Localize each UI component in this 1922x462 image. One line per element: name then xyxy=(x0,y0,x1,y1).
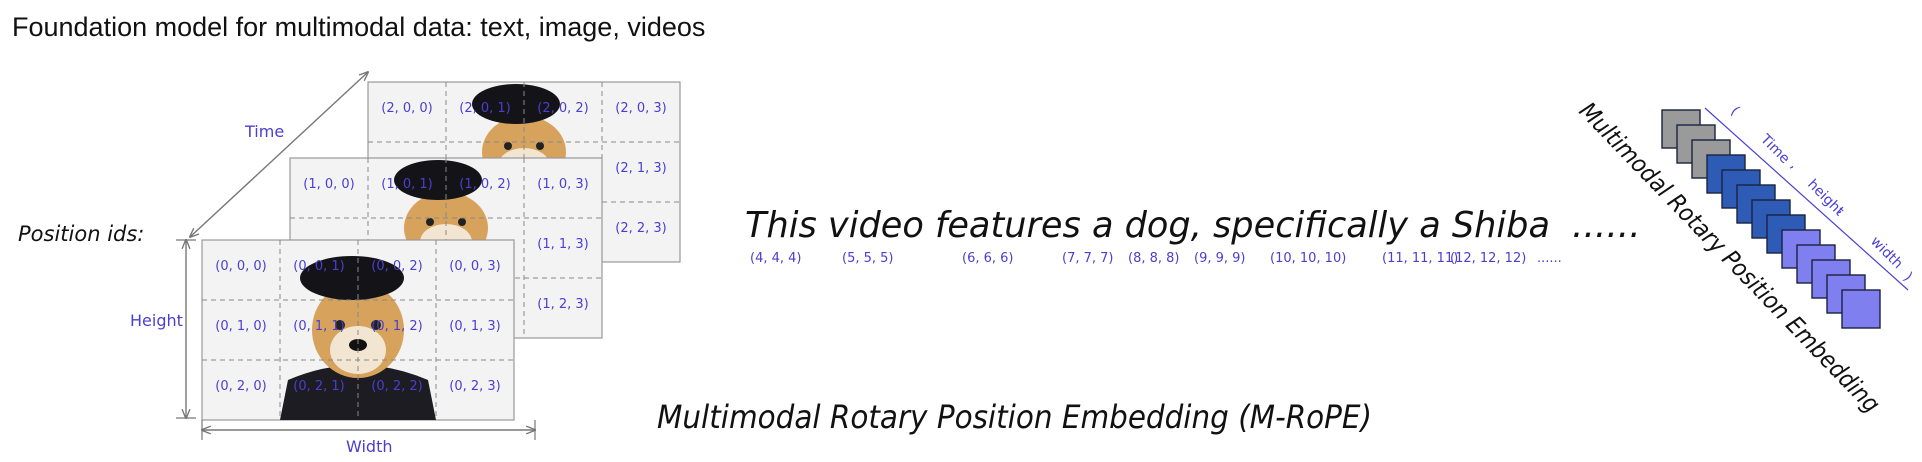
brace-label: , xyxy=(1787,158,1801,172)
position-id-cell: (0, 1, 0) xyxy=(215,319,267,334)
brace-label: ( xyxy=(1727,104,1742,119)
token-position-id: (10, 10, 10) xyxy=(1270,251,1346,266)
position-id-cell: (0, 2, 2) xyxy=(371,379,423,394)
position-id-cell: (2, 0, 1) xyxy=(459,101,511,116)
brace-label: ) xyxy=(1900,270,1915,285)
page-title: Foundation model for multimodal data: te… xyxy=(12,12,706,42)
token-position-id: (11, 11, 11) xyxy=(1382,251,1458,266)
position-id-cell: (1, 1, 3) xyxy=(537,237,589,252)
position-id-cell: (1, 0, 3) xyxy=(537,177,589,192)
position-id-cell: (2, 1, 3) xyxy=(615,161,667,176)
token-position-id: (8, 8, 8) xyxy=(1128,251,1180,266)
sentence-ellipsis: ...... xyxy=(1572,205,1641,246)
position-id-cell: (0, 0, 3) xyxy=(449,259,501,274)
position-id-cell: (2, 2, 3) xyxy=(615,221,667,236)
token-position-id: (7, 7, 7) xyxy=(1062,251,1114,266)
frame-t0: (0, 0, 0) (0, 0, 1) (0, 0, 2) (0, 0, 3) (0, … xyxy=(201,239,515,421)
axes: Time Height Width Position ids: xyxy=(18,72,535,456)
position-id-cell: (2, 0, 0) xyxy=(381,101,433,116)
width-axis-label: Width xyxy=(346,437,392,456)
position-id-cell: (1, 0, 0) xyxy=(303,177,355,192)
position-ids-label: Position ids: xyxy=(18,222,144,246)
token-position-id: ...... xyxy=(1537,251,1562,266)
token-position-ids: (4, 4, 4) (5, 5, 5) (6, 6, 6) (7, 7, 7) (8, … xyxy=(750,251,1562,266)
token-position-id: (9, 9, 9) xyxy=(1194,251,1246,266)
position-id-cell: (2, 0, 2) xyxy=(537,101,589,116)
position-id-cell: (0, 0, 0) xyxy=(215,259,267,274)
sentence-text: This video features a dog, specifically … xyxy=(745,205,1550,246)
brace-label: width xyxy=(1867,234,1906,273)
position-id-cell: (0, 1, 3) xyxy=(449,319,501,334)
position-id-cell: (0, 0, 1) xyxy=(293,259,345,274)
time-axis-label: Time xyxy=(244,122,284,141)
position-id-cell: (1, 0, 2) xyxy=(459,177,511,192)
brace-label: Time xyxy=(1756,131,1792,167)
position-id-cell: (1, 0, 1) xyxy=(381,177,433,192)
position-id-cell: (0, 1, 1) xyxy=(293,319,345,334)
token-position-id: (5, 5, 5) xyxy=(842,251,894,266)
position-id-cell: (0, 2, 1) xyxy=(293,379,345,394)
position-id-cell: (2, 0, 3) xyxy=(615,101,667,116)
position-id-cell: (1, 2, 3) xyxy=(537,297,589,312)
embedding-block xyxy=(1841,289,1881,329)
token-position-id: (12, 12, 12) xyxy=(1450,251,1526,266)
mrope-caption: Multimodal Rotary Position Embedding (M-… xyxy=(657,398,1372,436)
embedding-block-stack xyxy=(1661,109,1881,329)
token-position-id: (6, 6, 6) xyxy=(962,251,1014,266)
token-position-id: (4, 4, 4) xyxy=(750,251,802,266)
time-axis-arrow xyxy=(190,72,368,237)
height-axis-label: Height xyxy=(130,311,183,330)
position-id-cell: (0, 0, 2) xyxy=(371,259,423,274)
position-id-cell: (0, 1, 2) xyxy=(371,319,423,334)
video-frames-stack: (2, 0, 0) (2, 0, 1) (2, 0, 2) (2, 0, 3) (2, … xyxy=(201,81,681,421)
position-id-cell: (0, 2, 3) xyxy=(449,379,501,394)
position-id-cell: (0, 2, 0) xyxy=(215,379,267,394)
